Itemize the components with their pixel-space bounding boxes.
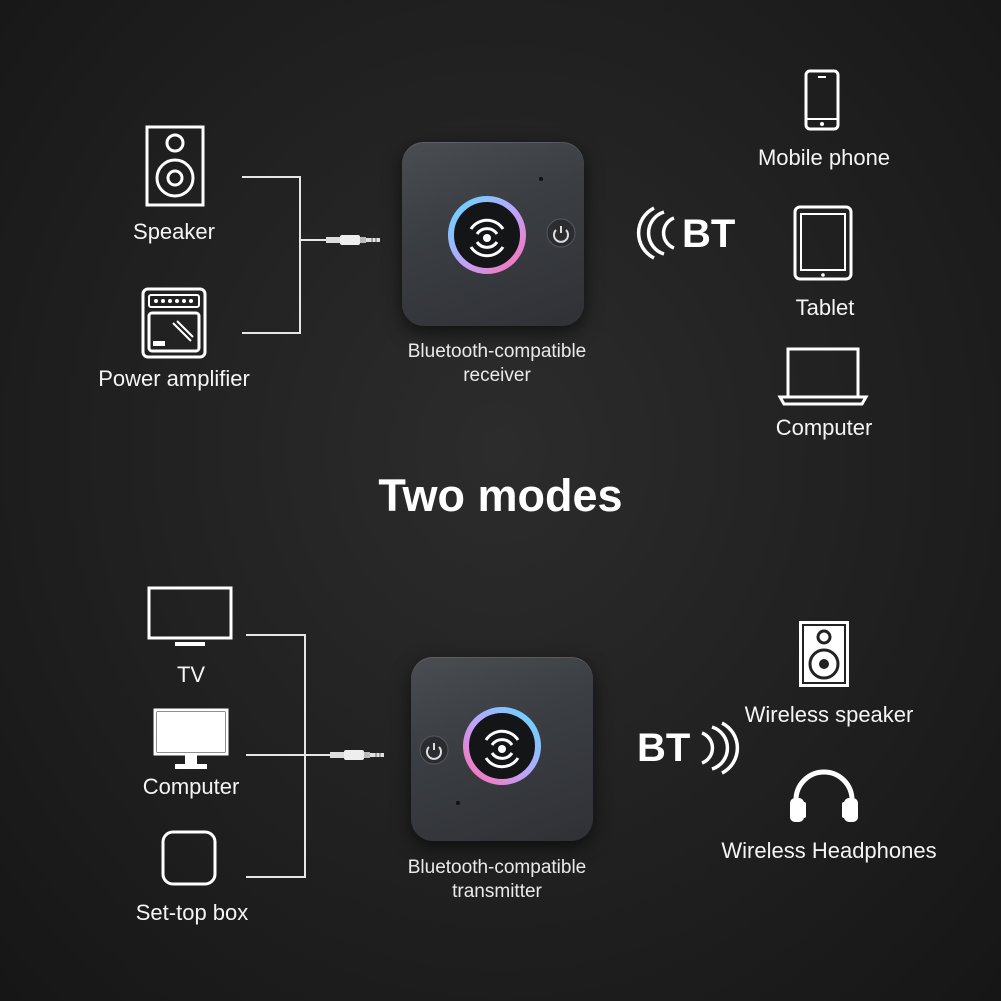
settop-box-label: Set-top box bbox=[135, 900, 249, 925]
receiver-label-line2: receiver bbox=[463, 365, 531, 386]
phone-icon bbox=[804, 69, 840, 131]
transmitter-label: Bluetooth-compatible transmitter bbox=[367, 856, 627, 904]
bt-signal-incoming-icon bbox=[636, 206, 675, 260]
transmitter-label-line2: transmitter bbox=[452, 881, 542, 902]
headphones-icon bbox=[790, 769, 858, 822]
settop-box-icon bbox=[161, 830, 217, 886]
monitor-icon bbox=[153, 708, 229, 769]
computer-monitor-label: Computer bbox=[142, 774, 240, 799]
tv-label: TV bbox=[176, 662, 206, 687]
amplifier-icon bbox=[141, 287, 207, 359]
audio-jack-plug-2 bbox=[330, 750, 384, 760]
audio-jack-plug bbox=[326, 235, 380, 245]
status-led-2 bbox=[456, 801, 460, 805]
bluetooth-ring-icon-2 bbox=[463, 707, 541, 785]
power-amplifier-label: Power amplifier bbox=[98, 366, 250, 391]
wireless-headphones-label: Wireless Headphones bbox=[721, 838, 937, 863]
bt-label-receiver: BT bbox=[682, 212, 736, 256]
receiver-label: Bluetooth-compatible receiver bbox=[367, 340, 627, 388]
receiver-device bbox=[402, 142, 584, 326]
speaker-label: Speaker bbox=[133, 219, 215, 244]
wireless-speaker-label: Wireless speaker bbox=[744, 702, 914, 727]
transmitter-device bbox=[411, 657, 593, 841]
wireless-speaker-icon bbox=[799, 621, 849, 687]
tablet-icon bbox=[793, 205, 853, 281]
power-button-icon[interactable] bbox=[546, 218, 576, 248]
bluetooth-ring-icon bbox=[448, 196, 526, 274]
computer-laptop-label: Computer bbox=[775, 415, 873, 440]
tv-icon bbox=[147, 586, 233, 646]
bt-signal-outgoing-icon bbox=[701, 721, 740, 775]
transmitter-label-line1: Bluetooth-compatible bbox=[407, 857, 587, 878]
mobile-phone-label: Mobile phone bbox=[757, 145, 891, 170]
status-led bbox=[539, 177, 543, 181]
tablet-label: Tablet bbox=[795, 295, 855, 320]
page-title: Two modes bbox=[378, 470, 623, 521]
power-button-icon-2[interactable] bbox=[419, 735, 449, 765]
speaker-icon bbox=[145, 125, 205, 207]
bt-label-transmitter: BT bbox=[637, 726, 691, 770]
laptop-icon bbox=[777, 347, 869, 406]
receiver-label-line1: Bluetooth-compatible bbox=[407, 341, 587, 362]
